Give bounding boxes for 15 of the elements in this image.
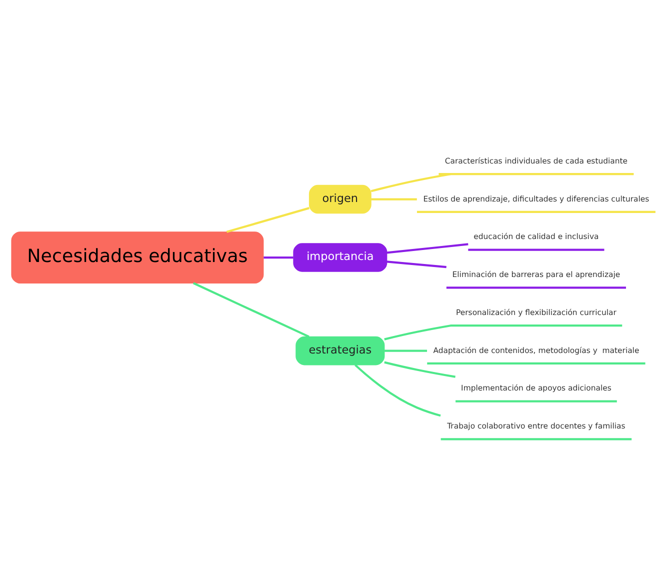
connector [354, 364, 441, 417]
connector [384, 361, 456, 378]
connector [384, 324, 451, 340]
connector [226, 207, 310, 233]
node-box: importancia [293, 243, 388, 272]
connector [192, 282, 310, 338]
connector [384, 350, 428, 352]
node-box: estrategias [296, 336, 385, 366]
connector [386, 243, 468, 254]
connector [371, 198, 417, 200]
node-box: origen [308, 184, 372, 214]
connector [386, 260, 446, 268]
connector [370, 173, 451, 192]
node-box: Necesidades educativas [11, 232, 264, 284]
connector [264, 256, 294, 259]
